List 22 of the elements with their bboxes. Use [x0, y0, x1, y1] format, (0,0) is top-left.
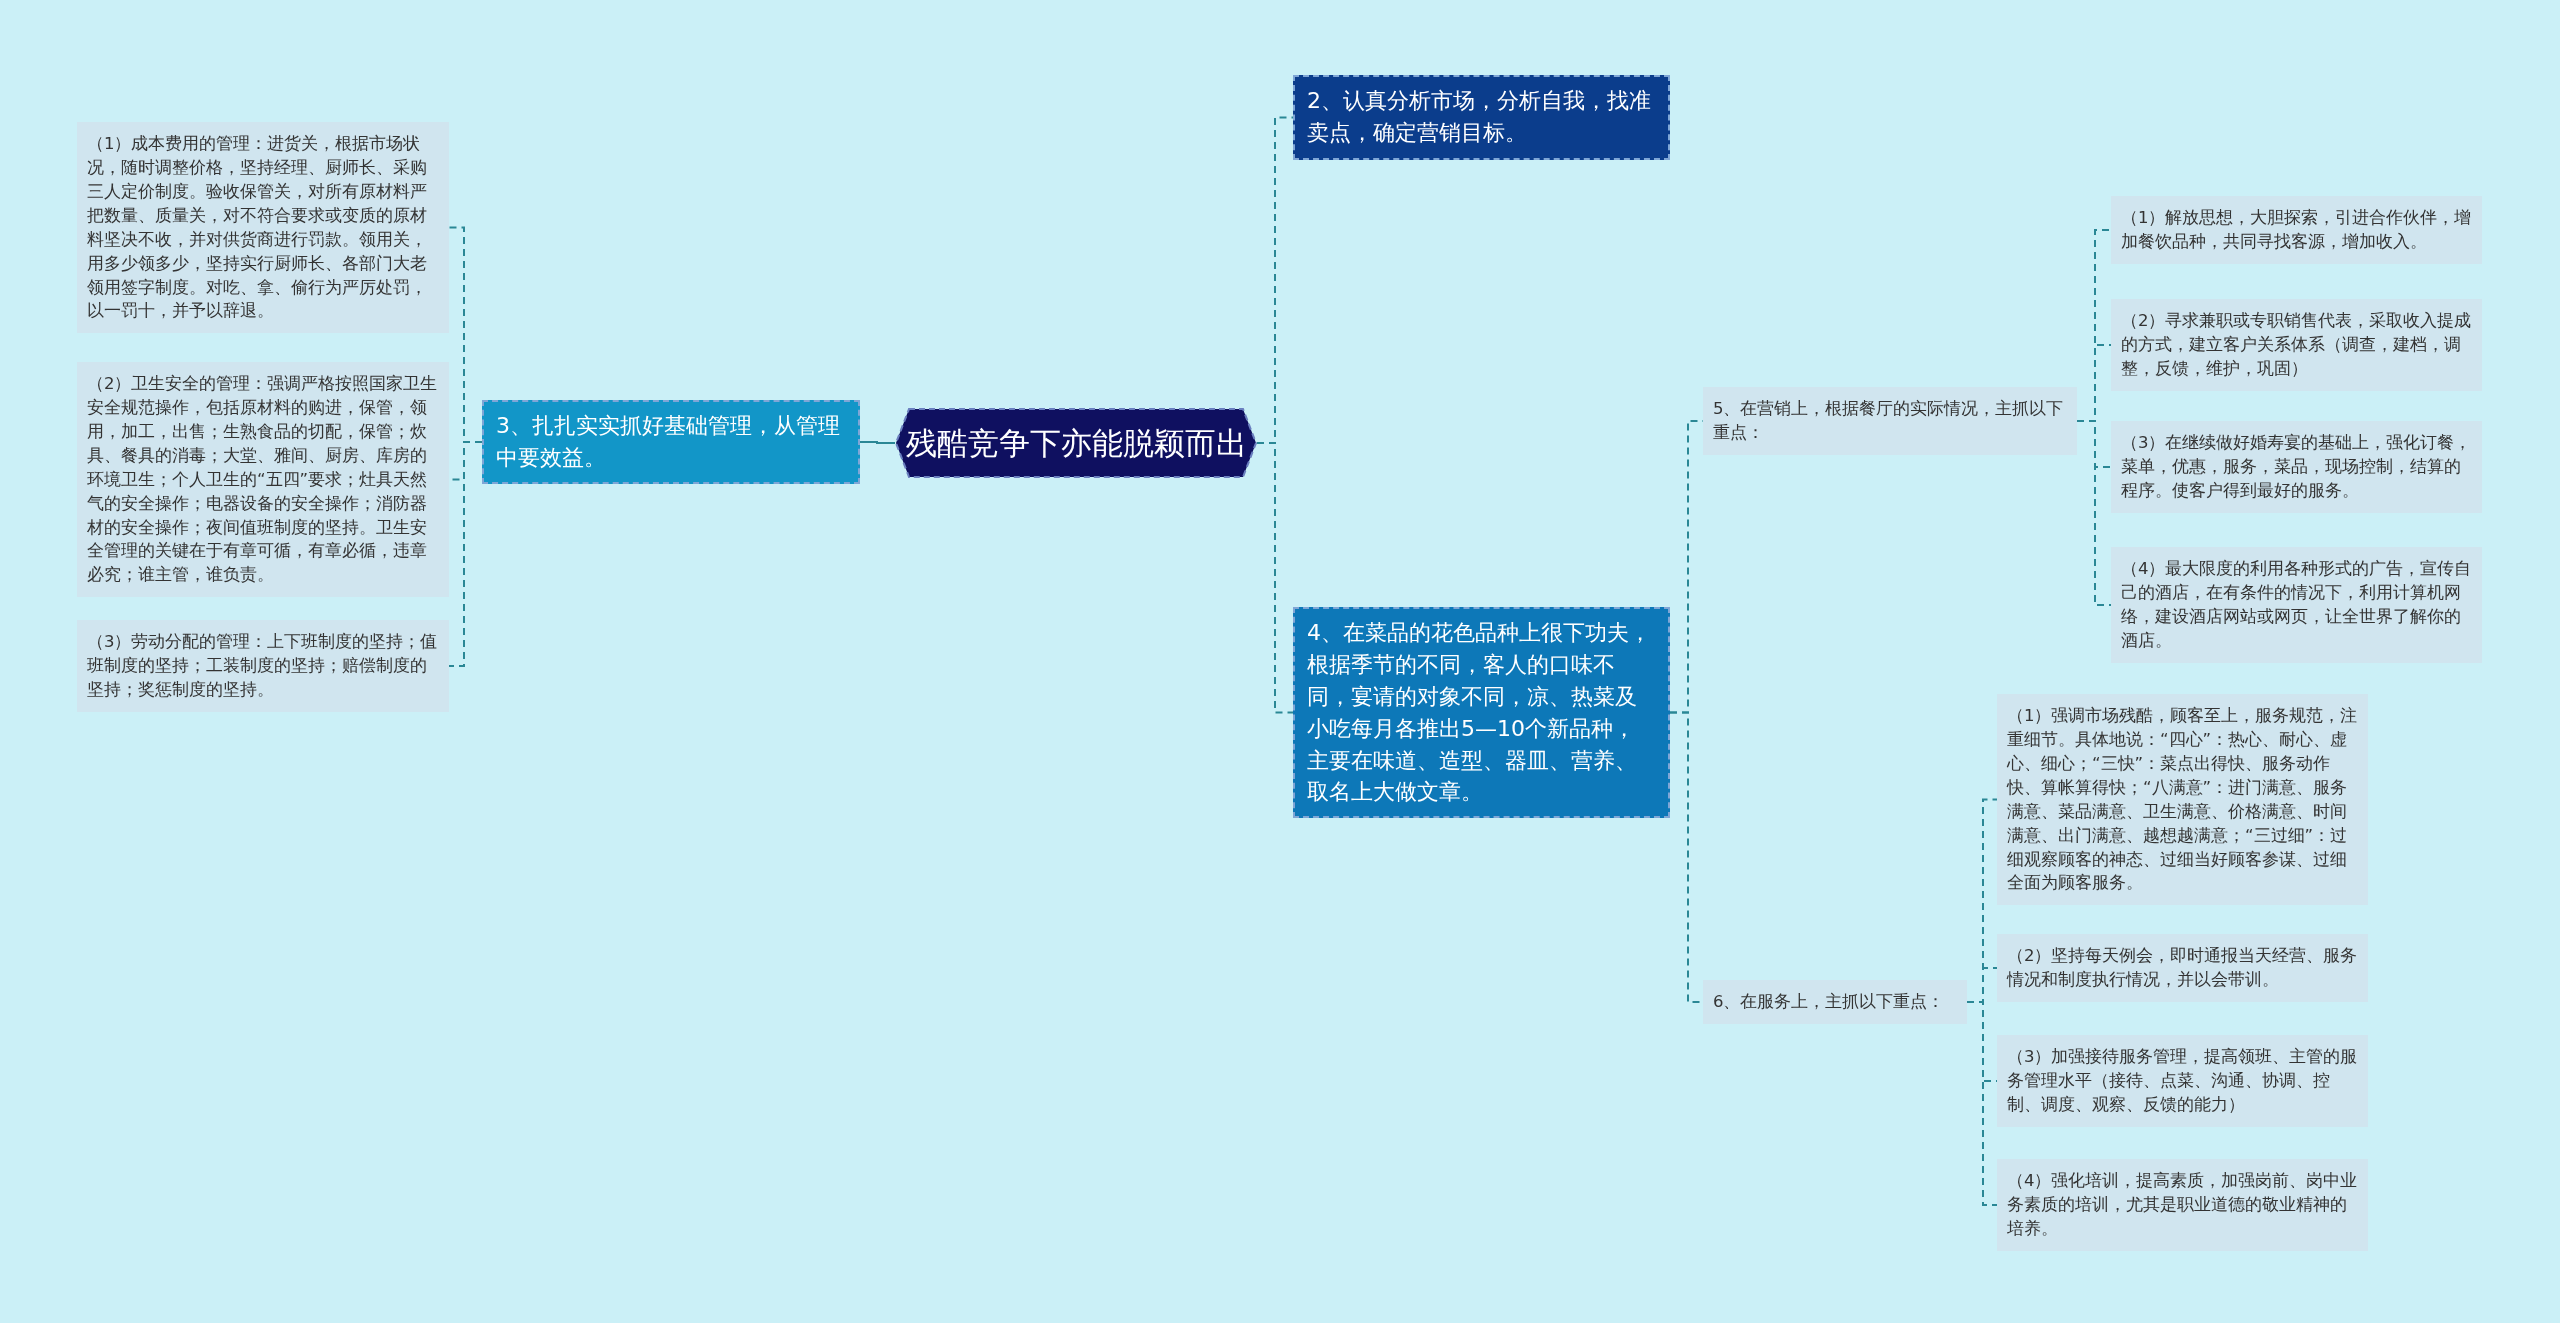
connector-line: [859, 441, 896, 444]
note-box: （3）加强接待服务管理，提高领班、主管的服务管理水平（接待、点菜、沟通、协调、控制、调度、观察、反馈的能力）: [1997, 1035, 2368, 1127]
central-topic-hexagon: 残酷竞争下亦能脱颖而出: [895, 408, 1257, 478]
note-box: （3）在继续做好婚寿宴的基础上，强化订餐，菜单，优惠，服务，菜品，现场控制，结算的程序。使客户得到最好的服务。: [2111, 421, 2482, 513]
connector-line: [1966, 1001, 1998, 1206]
note-box: （2）卫生安全的管理：强调严格按照国家卫生安全规范操作，包括原材料的购进，保管，领用，加工，出售；生熟食品的切配，保管；炊具、餐具的消毒；大堂、雅间、厨房、库房的环境卫生；个人卫生的“五四”要求；灶具天然气的安全操作；电器设备的安全操作；消防器材的安全操作；夜间值班制度的坚持。卫生安全管理的关键在于有章可循，有章必循，违章必究；谁主管，谁负责。: [77, 362, 449, 598]
note-box: （1）成本费用的管理：进货关，根据市场状况，随时调整价格，坚持经理、厨师长、采购三人定价制度。验收保管关，对所有原材料严把数量、质量关，对不符合要求或变质的原材料坚决不收，并对供货商进行罚款。领用关，用多少领多少，坚持实行厨师长、各部门大老领用签字制度。对吃、拿、偷行为严厉处罚，以一罚十，并予以辞退。: [77, 122, 449, 334]
note-box: （3）劳动分配的管理：上下班制度的坚持；值班制度的坚持；工装制度的坚持；赔偿制度的坚持；奖惩制度的坚持。: [77, 620, 449, 712]
note-box: （2）坚持每天例会，即时通报当天经营、服务情况和制度执行情况，并以会带训。: [1997, 934, 2368, 1002]
connector-line: [1256, 442, 1294, 714]
note-box: （4）强化培训，提高素质，加强岗前、岗中业务素质的培训，尤其是职业道德的敬业精神的培养。: [1997, 1159, 2368, 1251]
note-box: 6、在服务上，主抓以下重点：: [1703, 980, 1967, 1024]
topic-box: 4、在菜品的花色品种上很下功夫，根据季节的不同，客人的口味不同，宴请的对象不同，凉、热菜及小吃每月各推出5—10个新品种，主要在味道、造型、器皿、营养、取名上大做文章。: [1293, 607, 1670, 819]
note-box: 5、在营销上，根据餐厅的实际情况，主抓以下重点：: [1703, 387, 2077, 455]
connector-line: [2076, 420, 2112, 606]
topic-box: 2、认真分析市场，分析自我，找准卖点，确定营销目标。: [1293, 75, 1670, 160]
connector-line: [448, 441, 483, 667]
note-box: （1）解放思想，大胆探索，引进合作伙伴，增加餐饮品种，共同寻找客源，增加收入。: [2111, 196, 2482, 264]
note-box: （2）寻求兼职或专职销售代表，采取收入提成的方式，建立客户关系体系（调查，建档，调整，反馈，维护，巩固）: [2111, 299, 2482, 391]
note-box: （1）强调市场残酷，顾客至上，服务规范，注重细节。具体地说：“四心”：热心、耐心、虚心、细心；“三快”：菜点出得快、服务动作快、算帐算得快；“八满意”：进门满意、服务满意、菜品满意、卫生满意、价格满意、时间满意、出门满意、越想越满意；“三过细”：过细观察顾客的神态、过细当好顾客参谋、过细全面为顾客服务。: [1997, 694, 2368, 906]
topic-box: 3、扎扎实实抓好基础管理，从管理中要效益。: [482, 400, 860, 484]
note-box: （4）最大限度的利用各种形式的广告，宣传自己的酒店，在有条件的情况下，利用计算机网络，建设酒店网站或网页，让全世界了解你的酒店。: [2111, 547, 2482, 663]
